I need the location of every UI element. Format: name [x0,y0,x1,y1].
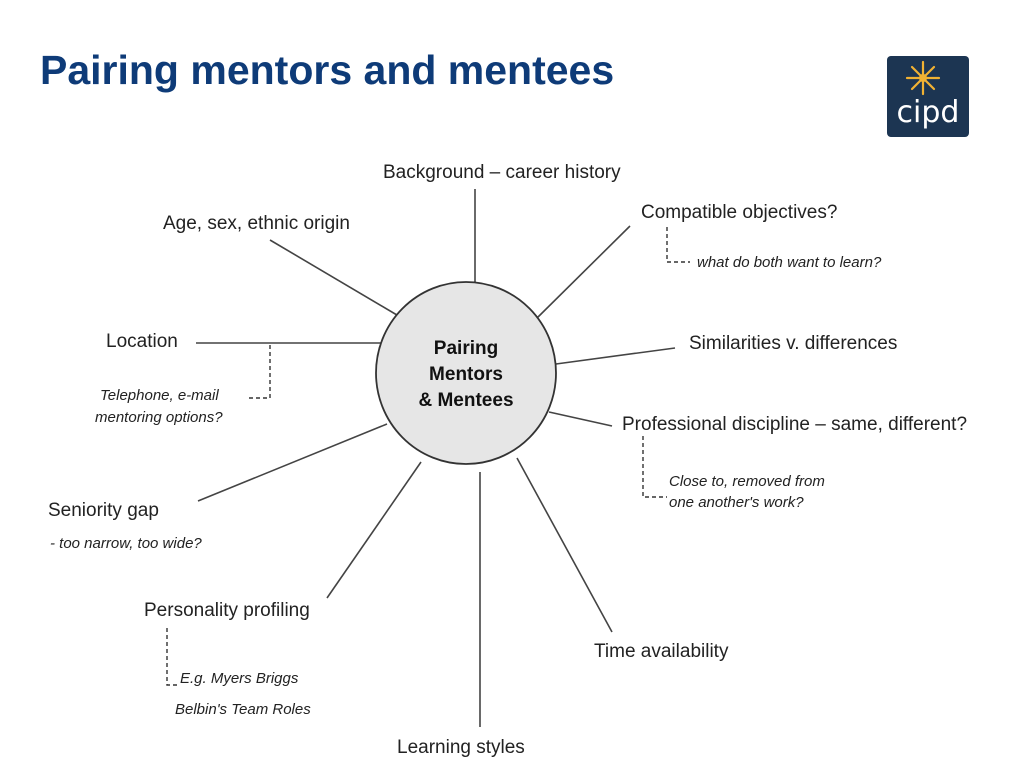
center-label-line-3: & Mentees [418,390,513,411]
factor-personality: Personality profiling [144,600,310,621]
factor-seniority: Seniority gap [48,500,159,521]
spoke-similarities [555,347,676,365]
center-hub [375,281,557,465]
spoke-compatible [534,225,631,321]
factor-background: Background – career history [383,162,621,183]
factor-professional: Professional discipline – same, differen… [622,414,967,435]
spoke-seniority [197,423,388,502]
factor-location-note-2: mentoring options? [95,409,223,426]
factor-professional-note-2: one another's work? [669,494,804,511]
logo-background [887,56,969,137]
slide-title: Pairing mentors and mentees [40,47,615,93]
spoke-age [269,239,403,319]
factor-professional-note-1: Close to, removed from [669,473,825,490]
center-label-line-2: Mentors [429,364,503,385]
spoke-time [516,457,613,633]
factor-compatible: Compatible objectives? [641,202,837,223]
factor-age: Age, sex, ethnic origin [163,213,350,234]
factor-time: Time availability [594,641,729,662]
factor-location-note-1: Telephone, e-mail [100,387,219,404]
starburst-icon [905,60,941,96]
factor-seniority-note: - too narrow, too wide? [50,535,202,552]
center-label-line-1: Pairing [434,338,498,359]
connector-personality-note [166,628,178,686]
factor-similarities: Similarities v. differences [689,333,897,354]
factor-location: Location [106,331,178,352]
connector-professional-note [642,436,667,498]
factor-compatible-note: what do both want to learn? [697,254,882,271]
connector-compatible-note [666,227,690,263]
connector-location-note [248,345,271,399]
cipd-logo: cipd [887,56,969,137]
factor-personality-note-1: E.g. Myers Briggs [180,670,299,687]
factor-personality-note-2: Belbin's Team Roles [175,701,311,718]
spoke-professional [548,411,613,427]
factor-learning: Learning styles [397,737,525,758]
logo-text: cipd [897,95,960,130]
spoke-personality [326,461,422,599]
